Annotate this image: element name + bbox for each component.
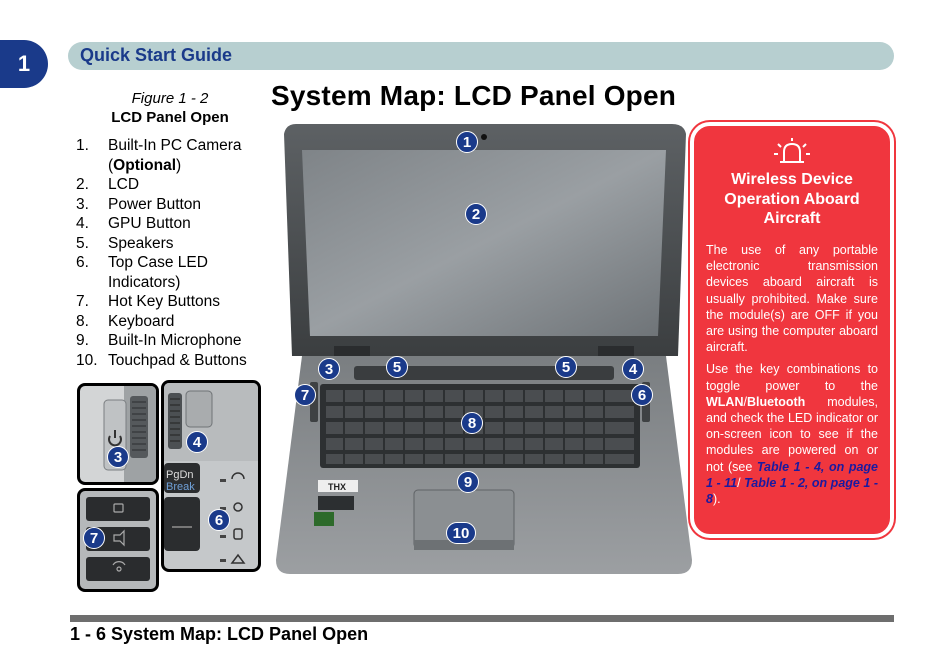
legend-item: 5.Speakers: [76, 234, 174, 252]
legend-item: 2.LCD: [76, 176, 140, 193]
callout-6-inset: 6: [208, 509, 230, 531]
table-1-4-link[interactable]: Table 1 - 4, on page 1 - 11: [706, 459, 878, 490]
warning-paragraph-2: Use the key combinations to toggle power…: [706, 362, 879, 507]
speaker-bar: [354, 366, 614, 380]
callout-1: 1: [456, 131, 478, 153]
callout-8: 8: [461, 412, 483, 434]
callout-5-right: 5: [555, 356, 577, 378]
callout-10: 10: [446, 522, 476, 544]
header-title: Quick Start Guide: [80, 45, 233, 65]
callout-3-inset: 3: [107, 446, 129, 468]
legend-item: 1.Built-In PC Camera(Optional): [76, 137, 242, 174]
warning-body: The use of any portable electronic trans…: [706, 242, 878, 513]
legend-item: 7.Hot Key Buttons: [76, 293, 221, 310]
laptop-illustration: THX: [276, 124, 692, 574]
component-legend: 1.Built-In PC Camera(Optional) 2.LCD 3.P…: [76, 136, 266, 370]
led-status-icons: [230, 472, 246, 564]
footer-text: 1 - 6 System Map: LCD Panel Open: [70, 624, 369, 644]
inset-hot-key-buttons: 7: [77, 488, 159, 592]
camera-lens: [481, 134, 487, 140]
legend-item: 3.Power Button: [76, 195, 202, 213]
callout-3: 3: [318, 358, 340, 380]
alarm-bell-icon: [774, 138, 810, 163]
page-title: System Map: LCD Panel Open: [271, 80, 677, 111]
legend-item: 8.Keyboard: [76, 312, 175, 330]
figure-number: Figure 1 - 2: [131, 90, 209, 107]
header-bar: Quick Start Guide: [68, 42, 894, 70]
chapter-tab: 1: [0, 40, 48, 88]
callout-7-inset: 7: [83, 527, 105, 549]
power-icon: [108, 430, 122, 447]
callout-4-inset: 4: [186, 431, 208, 453]
table-1-2-link[interactable]: Table 1 - 2, on page 1 - 8: [706, 475, 879, 507]
thx-label: THX: [328, 482, 346, 492]
gpu-led-illustration: [164, 383, 258, 564]
inset-power-button: 3: [77, 383, 159, 485]
lcd-screen: [302, 150, 666, 336]
figure-name: LCD Panel Open: [111, 109, 229, 126]
footer-rule: [70, 615, 894, 622]
callout-9: 9: [457, 471, 479, 493]
callout-6: 6: [631, 384, 653, 406]
legend-item: 10.Touchpad & Buttons: [76, 351, 247, 369]
figure-caption: Figure 1 - 2 LCD Panel Open: [70, 90, 270, 126]
callout-2: 2: [465, 203, 487, 225]
chapter-number: 1: [17, 51, 31, 76]
callout-7: 7: [294, 384, 316, 406]
wireless-warning-box: Wireless Device Operation Aboard Aircraf…: [690, 122, 894, 538]
callout-5-left: 5: [386, 356, 408, 378]
warning-title: Wireless Device Operation Aboard Aircraf…: [724, 171, 860, 227]
legend-item: 9.Built-In Microphone: [76, 332, 242, 349]
callout-4: 4: [622, 358, 644, 380]
legend-item: 4.GPU Button: [76, 215, 191, 232]
warning-paragraph-1: The use of any portable electronic trans…: [706, 243, 878, 355]
